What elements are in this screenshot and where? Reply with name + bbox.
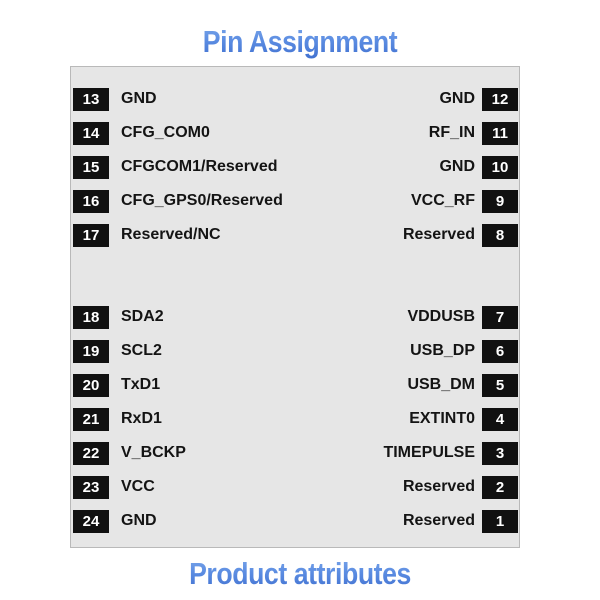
pin-number-badge: 16 <box>73 190 109 213</box>
pin-entry-right: 11 RF_IN <box>71 117 519 151</box>
pin-signal-label: GND <box>121 90 157 107</box>
pin-entry-right: 9 VCC_RF <box>71 185 519 219</box>
pin-entry-left: 15 CFGCOM1/Reserved <box>71 151 519 185</box>
pin-number-badge: 5 <box>482 374 518 397</box>
pin-signal-label: GND <box>439 158 475 175</box>
pin-row: 18 SDA2 7 VDDUSB <box>71 301 519 335</box>
pin-row: 13 GND 12 GND <box>71 83 519 117</box>
pin-row: 22 V_BCKP 3 TIMEPULSE <box>71 437 519 471</box>
pin-number-badge: 3 <box>482 442 518 465</box>
pin-signal-label: RxD1 <box>121 410 162 427</box>
pin-number-badge: 8 <box>482 224 518 247</box>
pin-number-badge: 12 <box>482 88 518 111</box>
pin-entry-left: 20 TxD1 <box>71 369 519 403</box>
pin-signal-label: USB_DP <box>410 342 475 359</box>
pin-entry-right: 8 Reserved <box>71 219 519 253</box>
pin-entry-right: 7 VDDUSB <box>71 301 519 335</box>
pin-signal-label: Reserved <box>402 512 475 529</box>
pin-number-badge: 19 <box>73 340 109 363</box>
pin-signal-label: SCL2 <box>121 342 162 359</box>
pin-signal-label: USB_DM <box>407 376 475 393</box>
pin-number-badge: 1 <box>482 510 518 533</box>
pin-entry-right: 4 EXTINT0 <box>71 403 519 437</box>
pin-signal-label: V_BCKP <box>121 444 186 461</box>
pin-number-badge: 18 <box>73 306 109 329</box>
pin-entry-right: 6 USB_DP <box>71 335 519 369</box>
pin-entry-left: 24 GND <box>71 505 519 539</box>
pin-entry-left: 16 CFG_GPS0/Reserved <box>71 185 519 219</box>
pin-entry-left: 21 RxD1 <box>71 403 519 437</box>
pin-entry-left: 22 V_BCKP <box>71 437 519 471</box>
pin-entry-right: 1 Reserved <box>71 505 519 539</box>
pin-number-badge: 20 <box>73 374 109 397</box>
pin-row: 19 SCL2 6 USB_DP <box>71 335 519 369</box>
pin-row: 14 CFG_COM0 11 RF_IN <box>71 117 519 151</box>
pin-number-badge: 21 <box>73 408 109 431</box>
pin-number-badge: 15 <box>73 156 109 179</box>
pin-signal-label: CFG_COM0 <box>121 124 210 141</box>
pin-row: 17 Reserved/NC 8 Reserved <box>71 219 519 253</box>
pin-number-badge: 7 <box>482 306 518 329</box>
pin-signal-label: VDDUSB <box>407 308 475 325</box>
pin-signal-label: TxD1 <box>121 376 161 393</box>
pin-number-badge: 23 <box>73 476 109 499</box>
pin-signal-label: GND <box>439 90 475 107</box>
pin-signal-label: VCC_RF <box>410 192 475 209</box>
pin-signal-label: Reserved <box>402 478 475 495</box>
pin-signal-label: Reserved/NC <box>121 226 221 243</box>
pin-row: 23 VCC 2 Reserved <box>71 471 519 505</box>
pin-entry-right: 3 TIMEPULSE <box>71 437 519 471</box>
page-caption: Product attributes <box>42 556 558 592</box>
pin-row: 15 CFGCOM1/Reserved 10 GND <box>71 151 519 185</box>
pin-number-badge: 17 <box>73 224 109 247</box>
pin-signal-label: EXTINT0 <box>409 410 475 427</box>
pin-row: 24 GND 1 Reserved <box>71 505 519 539</box>
page-title: Pin Assignment <box>42 24 558 60</box>
pin-number-badge: 13 <box>73 88 109 111</box>
pin-number-badge: 6 <box>482 340 518 363</box>
pin-signal-label: RF_IN <box>428 124 475 141</box>
pin-signal-label: CFGCOM1/Reserved <box>121 158 278 175</box>
pin-entry-left: 17 Reserved/NC <box>71 219 519 253</box>
pin-signal-label: SDA2 <box>121 308 164 325</box>
pin-number-badge: 10 <box>482 156 518 179</box>
pin-number-badge: 2 <box>482 476 518 499</box>
pin-entry-left: 18 SDA2 <box>71 301 519 335</box>
pin-entry-right: 2 Reserved <box>71 471 519 505</box>
pin-entry-left: 14 CFG_COM0 <box>71 117 519 151</box>
pin-entry-left: 19 SCL2 <box>71 335 519 369</box>
pin-number-badge: 24 <box>73 510 109 533</box>
pin-entry-left: 13 GND <box>71 83 519 117</box>
pin-entry-right: 10 GND <box>71 151 519 185</box>
pin-number-badge: 4 <box>482 408 518 431</box>
pin-entry-left: 23 VCC <box>71 471 519 505</box>
pin-entry-right: 12 GND <box>71 83 519 117</box>
pin-row: 20 TxD1 5 USB_DM <box>71 369 519 403</box>
pin-number-badge: 22 <box>73 442 109 465</box>
pin-number-badge: 9 <box>482 190 518 213</box>
pin-signal-label: GND <box>121 512 157 529</box>
pin-entry-right: 5 USB_DM <box>71 369 519 403</box>
pin-signal-label: CFG_GPS0/Reserved <box>121 192 283 209</box>
pin-row: 21 RxD1 4 EXTINT0 <box>71 403 519 437</box>
pin-number-badge: 14 <box>73 122 109 145</box>
pin-signal-label: Reserved <box>402 226 475 243</box>
pin-signal-label: TIMEPULSE <box>383 444 475 461</box>
pin-row: 16 CFG_GPS0/Reserved 9 VCC_RF <box>71 185 519 219</box>
pin-number-badge: 11 <box>482 122 518 145</box>
pin-signal-label: VCC <box>121 478 155 495</box>
